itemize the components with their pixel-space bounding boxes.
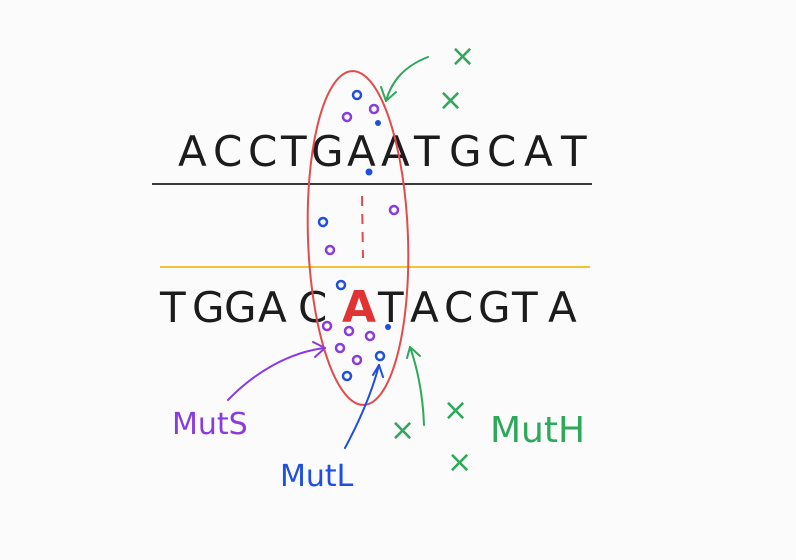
muts-label: MutS <box>172 407 248 442</box>
base-letter: G <box>192 283 225 332</box>
muts-dot <box>324 244 336 256</box>
base-letter: T <box>511 283 538 332</box>
base-letter: A <box>178 127 207 176</box>
base-letter: T <box>377 283 404 332</box>
muts-dot <box>388 204 400 216</box>
mutl-dot <box>374 350 386 362</box>
base-letter: C <box>213 127 242 176</box>
mutl-dot <box>351 89 363 101</box>
base-letter: T <box>159 283 186 332</box>
mismatch-dashed-line <box>361 195 364 259</box>
muth-x-mark: × <box>390 413 415 448</box>
muts-dot <box>343 325 355 337</box>
mutl-dot <box>335 279 347 291</box>
muts-dot <box>351 354 363 366</box>
mutl-arrow <box>344 364 384 449</box>
mutl-dot <box>365 168 373 176</box>
base-letter: G <box>311 127 344 176</box>
muth-x-marks: × × × × × <box>390 39 475 480</box>
base-letter: C <box>487 127 516 176</box>
base-letter: A <box>258 283 287 332</box>
muth-x-mark: × <box>447 445 472 480</box>
muts-arrow <box>227 341 326 401</box>
base-letter: G <box>224 283 257 332</box>
repair-complex-ellipse <box>306 70 410 406</box>
base-letter: T <box>560 127 587 176</box>
muth-x-mark: × <box>438 83 463 118</box>
base-letter: A <box>548 283 577 332</box>
mutl-dot <box>375 120 381 126</box>
mutl-dot <box>385 324 391 330</box>
muth-arrow-bottom <box>406 346 425 426</box>
mutl-dot <box>341 370 353 382</box>
muth-x-mark: × <box>443 393 468 428</box>
muts-dot <box>321 320 333 332</box>
muts-dot <box>368 103 380 115</box>
base-letter: A <box>347 127 376 176</box>
base-letter: T <box>413 127 440 176</box>
protein-dots <box>317 89 400 382</box>
mismatch-base-letter: A <box>342 282 376 333</box>
muth-arrow-top <box>380 56 429 102</box>
base-letter: A <box>381 127 410 176</box>
muts-dot <box>364 330 376 342</box>
base-letter: C <box>444 283 473 332</box>
base-letter: C <box>248 127 277 176</box>
mutl-dot <box>317 216 329 228</box>
muts-dot <box>334 342 346 354</box>
muth-label: MutH <box>490 410 585 451</box>
base-letter: A <box>410 283 439 332</box>
base-letter: G <box>449 127 482 176</box>
base-letter: T <box>280 127 307 176</box>
base-letter: A <box>524 127 553 176</box>
muth-x-mark: × <box>450 39 475 74</box>
mutl-label: MutL <box>280 459 354 494</box>
base-letter: G <box>478 283 511 332</box>
muts-dot <box>341 111 353 123</box>
